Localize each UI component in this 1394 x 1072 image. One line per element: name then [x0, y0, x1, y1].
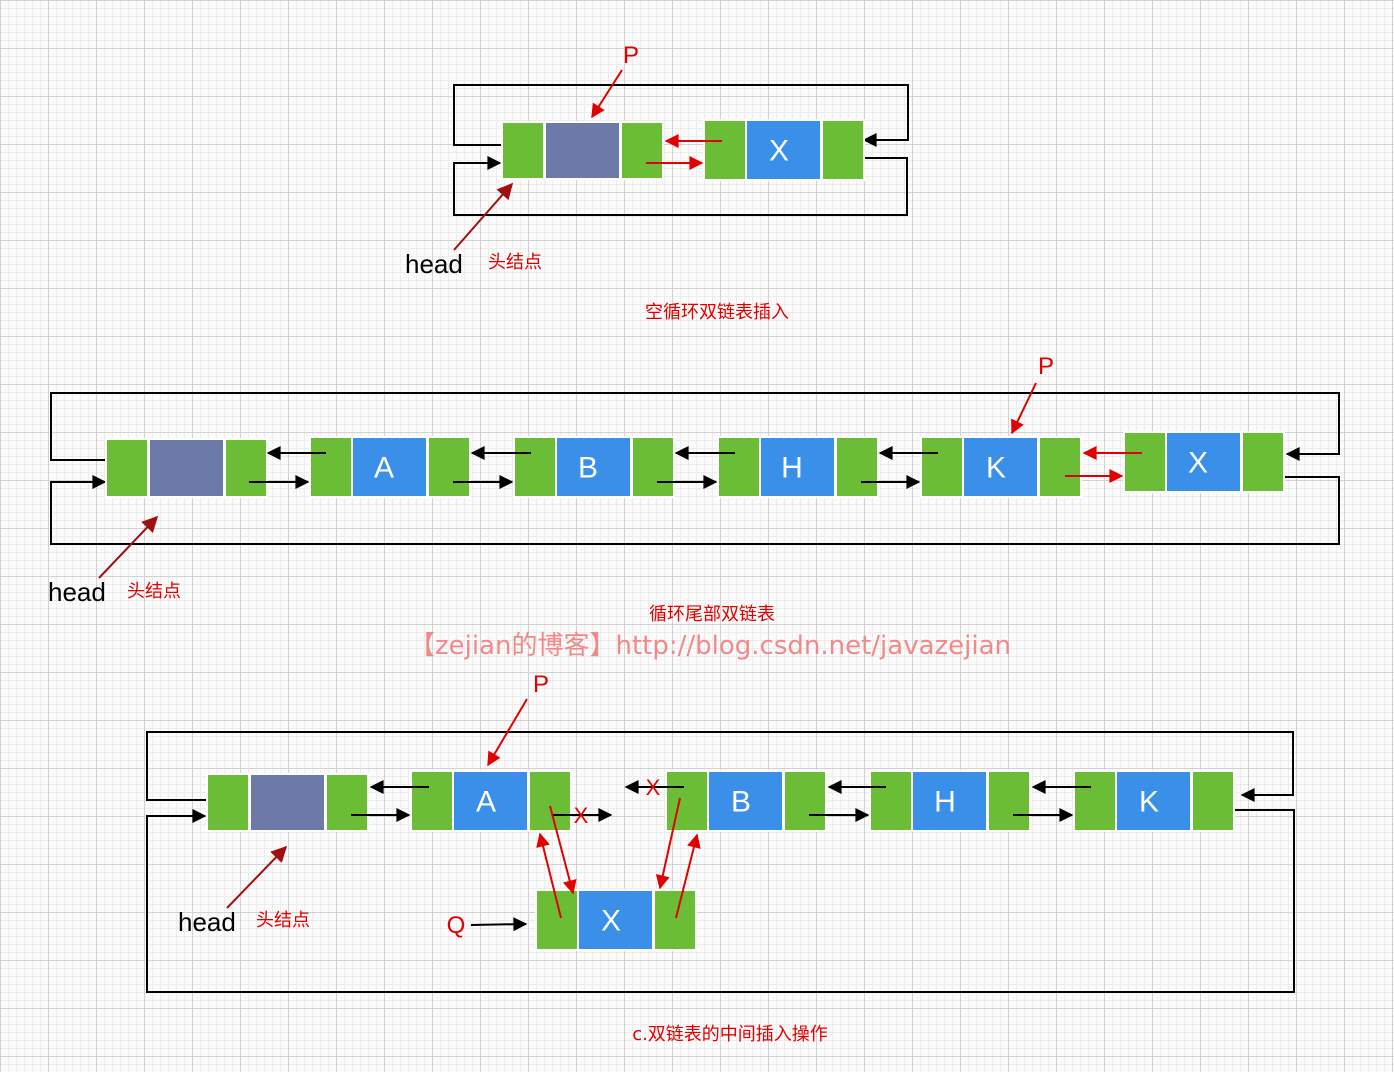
- node-letter: X: [1188, 447, 1208, 480]
- new-next-link-arrow: [549, 805, 577, 895]
- pointer-p-arrow: [487, 698, 528, 767]
- node-letter: X: [769, 135, 789, 168]
- node-letter: B: [578, 452, 598, 485]
- node-a: A: [309, 436, 471, 498]
- head-node: [206, 773, 369, 832]
- loop-line-bottom: [453, 156, 908, 216]
- head-node: [105, 438, 268, 498]
- head-pointer-arrow: [98, 515, 159, 579]
- watermark-text: 【zejian的博客】http://blog.csdn.net/javazeji…: [409, 631, 1011, 661]
- pointer-p-label: P: [533, 671, 549, 698]
- node-letter: K: [1139, 786, 1159, 819]
- node-letter: X: [601, 905, 621, 938]
- node-x: X: [1123, 431, 1285, 493]
- diagram-b: A B H K X: [48, 353, 1340, 625]
- node-h: H: [869, 770, 1031, 832]
- caption-b: 循环尾部双链表: [649, 604, 775, 625]
- loop-line-top: [50, 392, 1340, 461]
- node-letter: A: [374, 452, 394, 485]
- diagram-c: A B H K X: [146, 671, 1295, 1045]
- node-letter: A: [476, 786, 496, 819]
- new-node-x: X: [535, 889, 697, 951]
- head-node-note: 头结点: [127, 581, 181, 602]
- head-label: head: [178, 907, 236, 937]
- pointer-p-arrow: [1011, 382, 1037, 435]
- head-label: head: [48, 577, 106, 607]
- head-pointer-arrow: [226, 845, 288, 909]
- head-node-note: 头结点: [488, 252, 542, 273]
- loop-line-top: [146, 731, 1294, 802]
- node-k: K: [1073, 770, 1235, 832]
- pointer-p-label: P: [1038, 353, 1054, 380]
- pointer-q-label: Q: [447, 912, 466, 939]
- new-prev-link-arrow: [536, 832, 562, 919]
- node-letter: K: [986, 452, 1006, 485]
- head-node: [501, 121, 664, 180]
- new-prev-link-arrow: [655, 797, 681, 890]
- pointer-q-arrow: [470, 917, 528, 932]
- node-b: B: [513, 436, 675, 498]
- node-h: H: [717, 436, 879, 498]
- pointer-p-arrow: [591, 69, 623, 119]
- node-letter: H: [934, 786, 956, 819]
- loop-line-bottom: [50, 475, 1340, 545]
- caption-a: 空循环双链表插入: [645, 302, 789, 323]
- head-node-note: 头结点: [256, 910, 310, 931]
- broken-link-mark: X: [646, 775, 661, 800]
- loop-line-bottom: [146, 809, 1295, 993]
- new-next-link-arrow: [675, 833, 701, 919]
- node-letter: H: [781, 452, 803, 485]
- loop-line-top: [453, 84, 909, 147]
- node-x: X: [703, 119, 865, 181]
- node-b: B: [665, 770, 827, 832]
- diagram-a: X P head 头结点 空循环双链表插入: [405, 42, 909, 323]
- node-letter: B: [731, 786, 751, 819]
- head-label: head: [405, 249, 463, 279]
- node-a: A: [410, 770, 572, 832]
- pointer-p-label: P: [623, 42, 639, 69]
- node-k: K: [920, 436, 1082, 498]
- broken-link-mark: X: [574, 803, 589, 828]
- head-pointer-arrow: [453, 182, 514, 251]
- caption-c: c.双链表的中间插入操作: [632, 1024, 828, 1045]
